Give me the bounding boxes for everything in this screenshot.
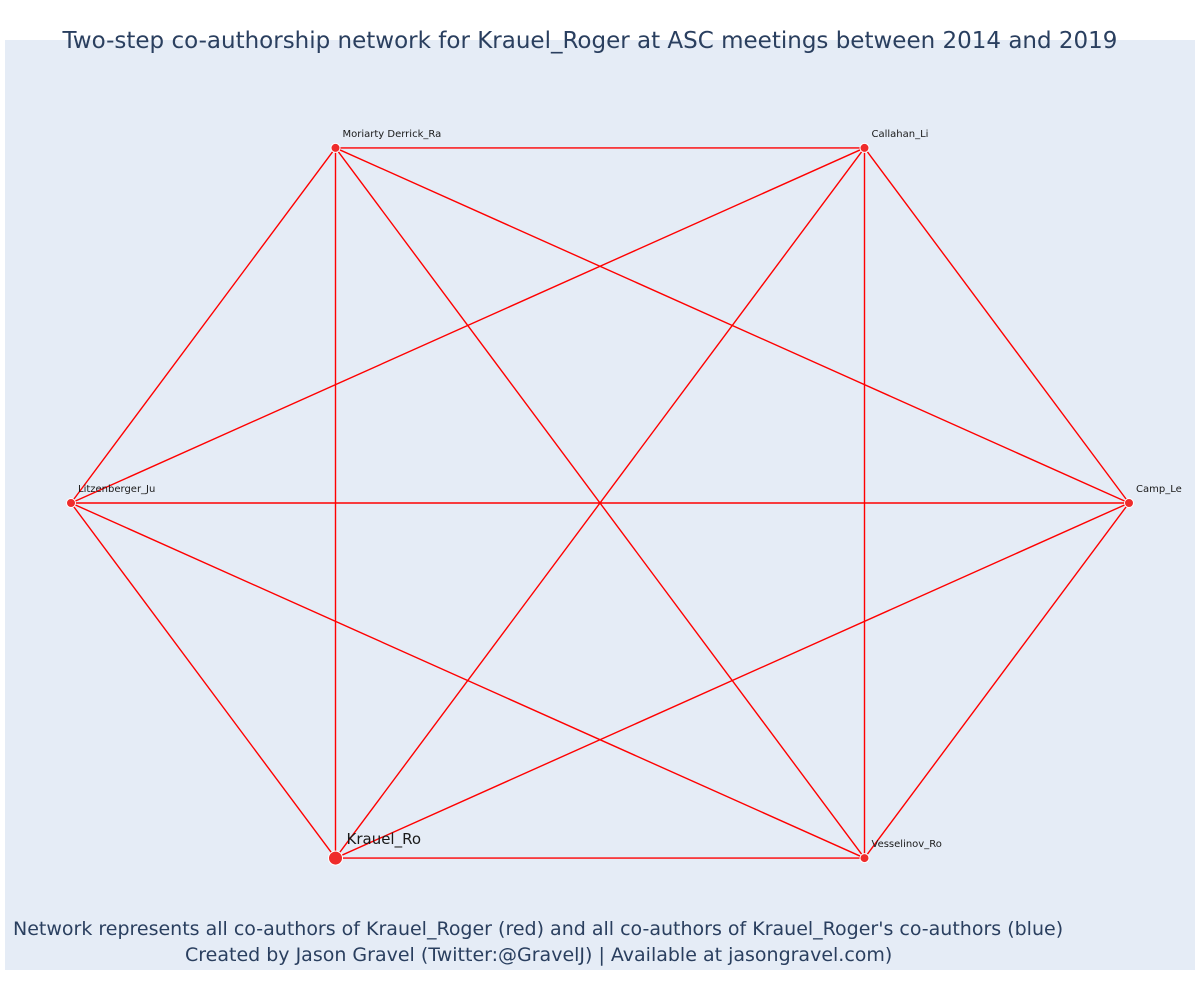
plot-area	[5, 40, 1195, 970]
edge-callahan-camp	[863, 147, 1130, 504]
edge-callahan-litzenberger	[70, 147, 865, 504]
node-litzenberger[interactable]	[66, 498, 76, 508]
edge-moriarty-litzenberger	[70, 147, 337, 504]
node-vesselinov[interactable]	[859, 853, 870, 864]
edge-krauel-litzenberger	[70, 502, 337, 859]
edge-camp-krauel	[335, 502, 1130, 859]
labels-layer: Moriarty Derrick_Ra Callahan_LiCamp_LeVes…	[78, 129, 1182, 850]
edge-camp-vesselinov	[863, 502, 1130, 859]
node-moriarty[interactable]	[330, 142, 341, 153]
node-label-callahan: Callahan_Li	[872, 129, 929, 140]
node-label-litzenberger: Litzenberger_Ju	[78, 484, 155, 495]
footer-credit: Created by Jason Gravel (Twitter:@Gravel…	[185, 944, 893, 966]
node-camp[interactable]	[1124, 498, 1134, 508]
node-label-moriarty: Moriarty Derrick_Ra	[343, 129, 442, 140]
edge-vesselinov-litzenberger	[70, 502, 865, 859]
footer-note: Network represents all co-authors of Kra…	[13, 918, 1064, 940]
chart-title: Two-step co-authorship network for Kraue…	[62, 28, 1118, 54]
node-label-vesselinov: Vesselinov_Ro	[872, 839, 942, 850]
node-label-camp: Camp_Le	[1136, 484, 1182, 495]
node-label-krauel: Krauel_Ro	[347, 830, 422, 849]
node-krauel[interactable]	[328, 850, 343, 866]
node-callahan[interactable]	[859, 142, 870, 153]
edges-layer	[70, 147, 1130, 859]
nodes-layer	[66, 142, 1134, 866]
